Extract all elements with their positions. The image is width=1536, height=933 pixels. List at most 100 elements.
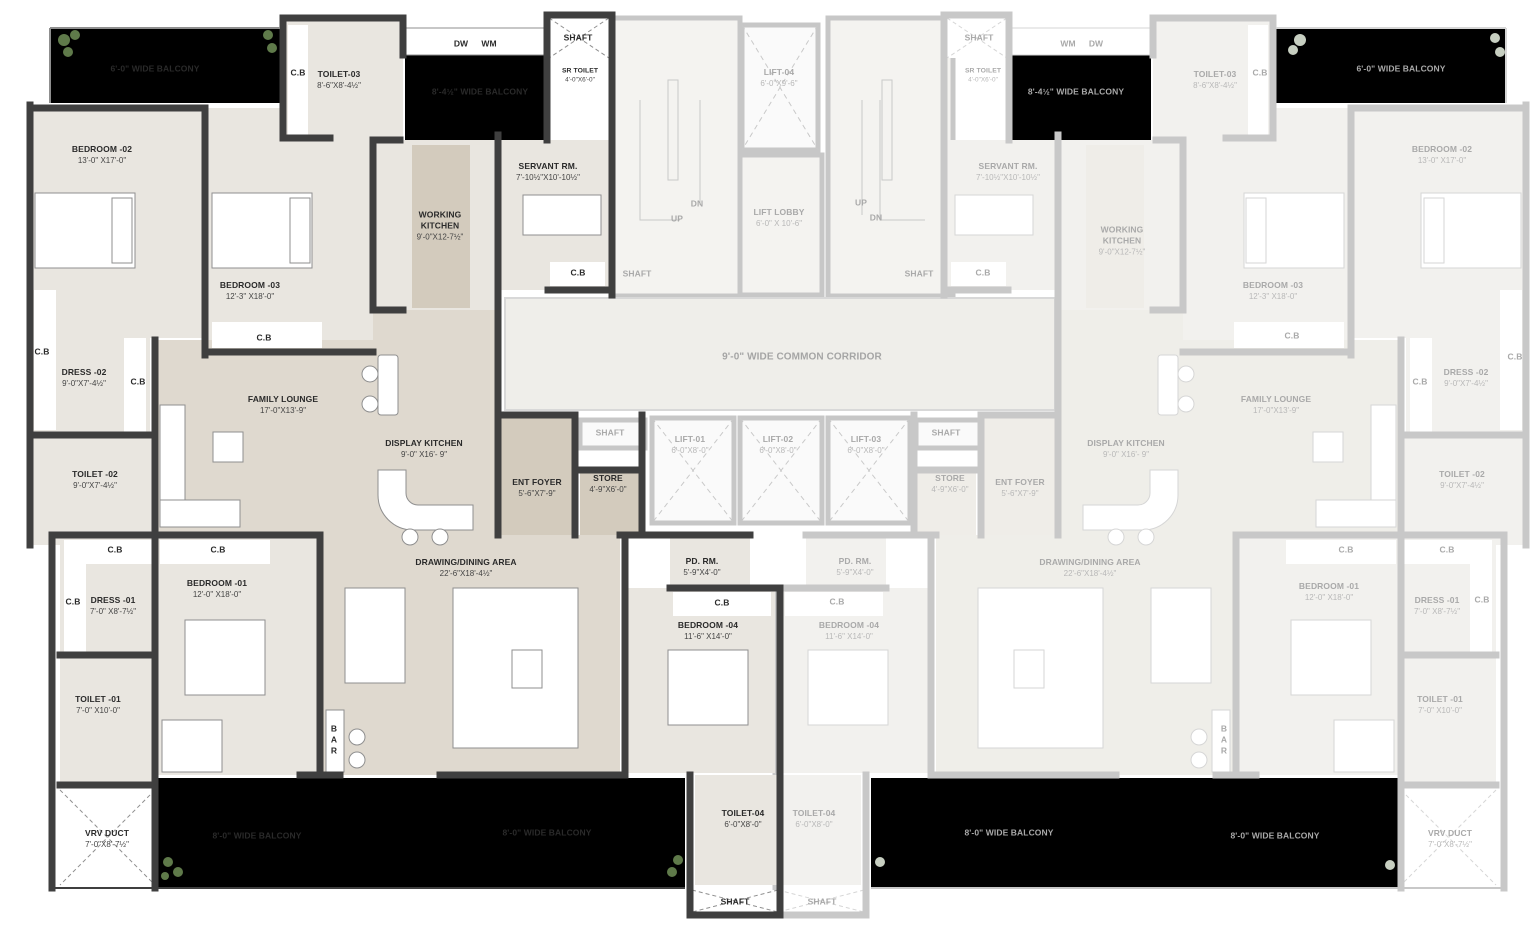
- room-name: 9'-0" WIDE COMMON CORRIDOR: [722, 351, 882, 363]
- room-label-balcony-bottom: 8'-0" WIDE BALCONY: [212, 831, 301, 842]
- room-name: 8'-0" WIDE BALCONY: [1230, 830, 1320, 841]
- cb-label: C.B: [131, 377, 146, 388]
- room-name: VRV DUCT: [1427, 828, 1473, 838]
- cb-label: C.B: [108, 545, 123, 556]
- room-name: WM: [481, 38, 497, 49]
- room-name: C.B: [290, 67, 306, 78]
- cb-label: C.B: [35, 347, 50, 358]
- room-label-balcony-bottom: 8'-0" WIDE BALCONY: [502, 828, 591, 839]
- room-size: 4'-9"X6'-0": [589, 485, 627, 494]
- bar-letter: A: [1220, 734, 1228, 745]
- room-name: TOILET -02: [1439, 469, 1485, 479]
- room-label-servant-room: SERVANT RM.7'-10½"X10'-10½": [976, 161, 1040, 183]
- room-name: BEDROOM -04: [677, 620, 739, 630]
- room-name: VRV DUCT: [84, 828, 130, 838]
- room-name: DISPLAY KITCHEN: [385, 438, 463, 448]
- room-name-2: KITCHEN: [420, 220, 460, 231]
- room-name-2: KITCHEN: [1102, 235, 1142, 246]
- room-name: LIFT-04: [763, 67, 795, 77]
- room-name: C.B: [1507, 351, 1523, 362]
- room-size: 8'-6"X8'-4½": [1193, 81, 1237, 90]
- room-name: UP: [670, 213, 684, 224]
- stair-up-label: UP: [855, 198, 867, 209]
- room-name: SHAFT: [964, 32, 994, 43]
- common-corridor-label: 9'-0" WIDE COMMON CORRIDOR: [722, 352, 882, 363]
- room-name: C.B: [1252, 67, 1268, 78]
- room-name: BEDROOM -02: [71, 144, 133, 154]
- cb-label: C.B: [830, 597, 845, 608]
- room-name: WORKING: [1100, 224, 1144, 235]
- bar-letter: B: [1220, 723, 1228, 734]
- room-name: ENT FOYER: [512, 477, 562, 487]
- room-size: 9'-0"X7'-4½": [73, 481, 117, 490]
- shaft-label: SHAFT: [596, 428, 625, 439]
- room-name: C.B: [256, 332, 272, 343]
- room-name: LIFT-02: [762, 434, 794, 444]
- room-name: FAMILY LOUNGE: [1240, 394, 1312, 404]
- room-size: 17'-0"X13'-9": [259, 406, 307, 415]
- room-size: 7'-0"X8'-7½": [1428, 840, 1472, 849]
- room-size: 4'-9"X6'-0": [931, 485, 969, 494]
- room-size: 5'-9"X4'-0": [683, 568, 721, 577]
- room-name: PD. RM.: [685, 556, 719, 566]
- room-size: 6'-0" X 10'-6": [755, 219, 803, 228]
- room-size: 7'-0" X8'-7½": [89, 607, 137, 616]
- room-name: LIFT-01: [674, 434, 706, 444]
- room-size: 5'-6"X7'-9": [518, 489, 556, 498]
- room-size: 7'-0" X8'-7½": [1413, 607, 1461, 616]
- shaft-label: SHAFT: [808, 897, 837, 908]
- room-size: 5'-6"X7'-9": [1001, 489, 1039, 498]
- room-size: 6'-0"X9'-6": [760, 79, 798, 88]
- room-name: DISPLAY KITCHEN: [1087, 438, 1165, 448]
- room-label-ent-foyer: ENT FOYER 5'-6"X7'-9": [512, 477, 562, 499]
- room-size: 6'-0"X8'-0": [759, 446, 797, 455]
- room-name: TOILET-03: [317, 69, 361, 79]
- shaft-label: SHAFT: [623, 269, 652, 280]
- room-size: 12'-0" X18'-0": [192, 590, 242, 599]
- room-name: SHAFT: [807, 896, 837, 907]
- room-size: 7'-10½"X10'-10½": [516, 173, 580, 182]
- room-size: 13'-0" X17'-0": [77, 156, 127, 165]
- room-size: 7'-0"X8'-7½": [85, 840, 129, 849]
- stair-up-label: UP: [671, 214, 683, 225]
- room-name: C.B: [829, 596, 845, 607]
- room-name: DN: [690, 198, 704, 209]
- room-name: C.B: [107, 544, 123, 555]
- room-label-balcony-top: 6'-0" WIDE BALCONY: [110, 64, 199, 75]
- room-name: TOILET-04: [721, 808, 765, 818]
- room-label-balcony-bottom: 8'-0" WIDE BALCONY: [1230, 831, 1319, 842]
- room-name: TOILET -01: [75, 694, 121, 704]
- lift-04-label: LIFT-04 6'-0"X9'-6": [760, 67, 797, 89]
- cb-label: C.B: [257, 333, 272, 344]
- room-name: SHAFT: [720, 896, 750, 907]
- room-size: 12'-0" X18'-0": [1304, 593, 1354, 602]
- cb-label: C.B: [1508, 352, 1523, 363]
- room-name: BEDROOM -03: [219, 280, 281, 290]
- room-size: 9'-0"X7'-4½": [1440, 481, 1484, 490]
- room-name: C.B: [1412, 376, 1428, 387]
- room-name: 8'-4½" WIDE BALCONY: [431, 86, 529, 97]
- plants: [58, 30, 683, 880]
- room-name: SR TOILET: [964, 66, 1002, 75]
- room-name: C.B: [570, 267, 586, 278]
- cb-label: C.B: [1253, 68, 1268, 79]
- room-size: 9'-0"X7'-4½": [62, 379, 106, 388]
- room-label-vrv-duct: VRV DUCT 7'-0"X8'-7½": [1428, 828, 1472, 850]
- room-name: SHAFT: [904, 268, 934, 279]
- cb-label: C.B: [571, 268, 586, 279]
- room-name: C.B: [1338, 544, 1354, 555]
- room-label-dress-01: DRESS -01 7'-0" X8'-7½": [90, 595, 136, 617]
- cb-label: C.B: [66, 597, 81, 608]
- room-name: DRESS -01: [90, 595, 136, 605]
